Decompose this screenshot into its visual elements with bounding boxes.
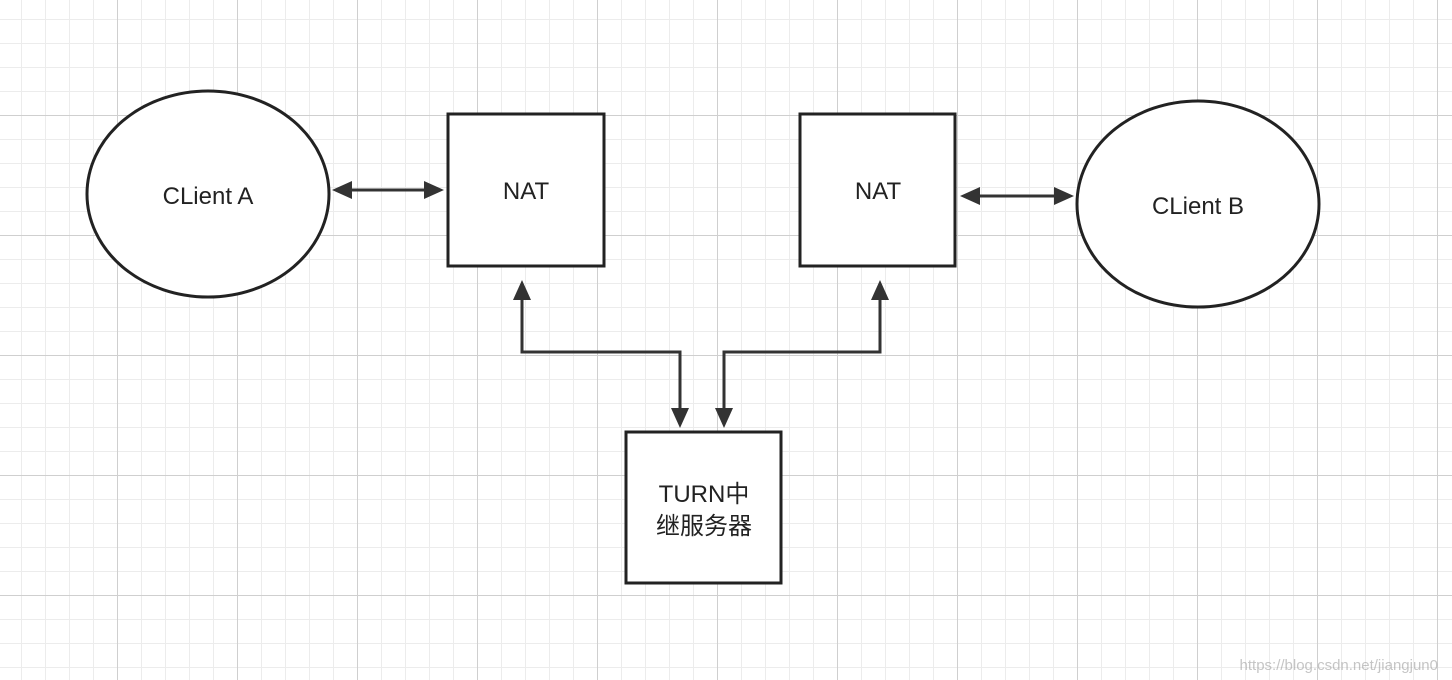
nat-right-box [798,112,957,268]
node-client-a: CLient A [85,89,331,299]
node-client-b: CLient B [1075,99,1321,309]
turn-server-box [624,430,783,585]
turn-server-label-line1: TURN中 [659,481,750,508]
edge-nat-right-turn [722,298,882,410]
client-b-label: CLient B [1152,193,1244,220]
arrowhead-right-nat-left [424,181,444,199]
client-b-ellipse [1075,99,1321,309]
node-nat-right: NAT [798,112,957,268]
arrowhead-down-turn-right [715,408,733,428]
turn-server-label-line2: 继服务器 [656,513,752,540]
edge-nat-left-turn [520,298,682,410]
watermark-url: https://blog.csdn.net/jiangjun0 [1239,657,1438,674]
arrowhead-down-turn-left [671,408,689,428]
nat-left-label: NAT [503,178,550,205]
client-a-label: CLient A [163,183,254,210]
arrowhead-up-nat-left [513,280,531,300]
node-turn-server: TURN中 继服务器 [624,430,783,585]
connectors [332,181,1074,428]
arrowhead-right-client-b [1054,187,1074,205]
client-a-ellipse [85,89,331,299]
arrowhead-left-nat-right [960,187,980,205]
arrowhead-left-client-a [332,181,352,199]
node-nat-left: NAT [446,112,606,268]
arrowhead-up-nat-right [871,280,889,300]
nat-left-box [446,112,606,268]
nat-right-label: NAT [855,178,902,205]
